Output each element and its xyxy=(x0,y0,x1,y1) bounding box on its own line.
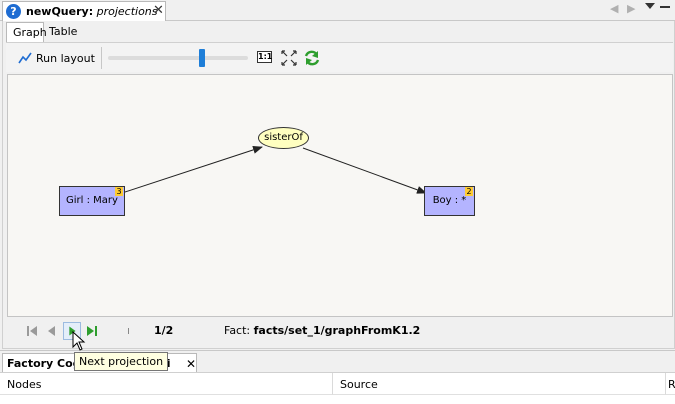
tab-title-name: projections xyxy=(96,5,158,18)
zoom-slider[interactable] xyxy=(108,56,248,60)
graph-toolbar: Run layout 1:1 xyxy=(6,42,673,72)
tooltip: Next projection xyxy=(74,352,169,371)
editor-tab-title: newQuery: projections xyxy=(26,5,158,18)
concept-node-girl-label: Girl : Mary xyxy=(66,195,118,206)
close-icon[interactable]: ✕ xyxy=(186,357,197,371)
relation-node-label: sisterOf xyxy=(264,132,303,143)
layout-icon xyxy=(18,52,32,64)
editor-content: Graph Table Run layout 1:1 xyxy=(2,21,675,349)
edge-sisterof-boy xyxy=(302,147,427,194)
minimize-icon[interactable] xyxy=(660,6,670,8)
tab-factory-cogui-label: Factory Cog xyxy=(7,357,81,370)
edge-girl-sisterof xyxy=(121,146,263,194)
tab-title-query: newQuery: xyxy=(26,5,94,18)
concept-node-boy-label: Boy : * xyxy=(432,195,467,206)
concept-node-girl[interactable]: Girl : Mary xyxy=(59,186,125,216)
previous-projection-icon[interactable] xyxy=(43,322,61,340)
pager-separator xyxy=(128,328,129,334)
zoom-slider-thumb[interactable] xyxy=(199,49,205,67)
tab-table[interactable]: Table xyxy=(49,25,78,38)
mouse-cursor-icon xyxy=(72,331,86,351)
projection-count: 1/2 xyxy=(154,324,174,337)
help-icon: ? xyxy=(6,4,21,19)
tab-graph[interactable]: Graph xyxy=(6,22,47,42)
nav-back-icon[interactable]: ◀ xyxy=(610,2,619,15)
graph-edges xyxy=(121,146,427,194)
projection-pager: 1/2 Fact: facts/set_1/graphFromK1.2 xyxy=(7,318,673,344)
column-header-nodes[interactable]: Nodes xyxy=(0,373,333,395)
relation-node-sisterof[interactable]: sisterOf xyxy=(258,127,309,149)
concept-node-boy[interactable]: Boy : * xyxy=(424,186,475,216)
run-layout-label: Run layout xyxy=(36,51,95,65)
fact-label-text: Fact: xyxy=(224,324,251,337)
zoom-actual-size-button[interactable]: 1:1 xyxy=(257,51,273,63)
column-header-r[interactable]: R xyxy=(666,373,675,395)
nodes-table: Nodes Source R xyxy=(0,372,675,404)
fact-label: Fact: facts/set_1/graphFromK1.2 xyxy=(224,324,420,337)
toolbar-separator xyxy=(101,47,102,69)
run-layout-button[interactable]: Run layout xyxy=(18,50,95,66)
editor-tab-strip: ? newQuery: projections ✕ ◀ ▶ xyxy=(0,0,675,22)
concept-node-girl-badge: 3 xyxy=(115,187,123,196)
concept-node-boy-badge: 2 xyxy=(465,187,473,196)
editor-tab[interactable]: ? newQuery: projections ✕ xyxy=(2,1,166,22)
nav-forward-icon[interactable]: ▶ xyxy=(627,2,636,15)
refresh-icon[interactable] xyxy=(303,49,321,67)
graph-canvas[interactable]: Girl : Mary 3 Boy : * 2 sisterOf xyxy=(7,74,673,317)
fact-path: facts/set_1/graphFromK1.2 xyxy=(253,324,421,337)
last-projection-icon[interactable] xyxy=(83,322,101,340)
close-icon[interactable]: ✕ xyxy=(153,3,164,18)
fit-to-view-icon[interactable] xyxy=(280,49,298,67)
view-menu-icon[interactable] xyxy=(645,3,655,9)
first-projection-icon[interactable] xyxy=(23,322,41,340)
column-header-source[interactable]: Source xyxy=(333,373,666,395)
